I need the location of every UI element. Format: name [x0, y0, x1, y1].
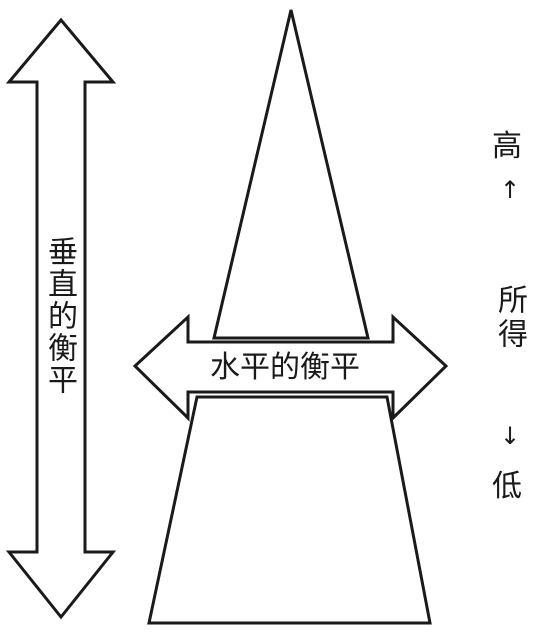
horizontal-double-arrow — [132, 313, 449, 422]
horizontal-balance-label: 水平的衡平 — [210, 350, 360, 385]
up-arrow-icon: ↑ — [500, 176, 521, 204]
vertical-balance-label: 垂直的衡平 — [42, 236, 77, 396]
down-arrow-icon: ↓ — [500, 422, 521, 450]
income-low-label: 低 — [492, 469, 522, 504]
income-high-label: 高 — [492, 129, 522, 164]
income-pyramid-base — [147, 395, 432, 625]
income-label: 所得 — [492, 284, 527, 352]
income-pyramid-top — [212, 9, 370, 340]
vertical-double-arrow — [5, 17, 117, 620]
